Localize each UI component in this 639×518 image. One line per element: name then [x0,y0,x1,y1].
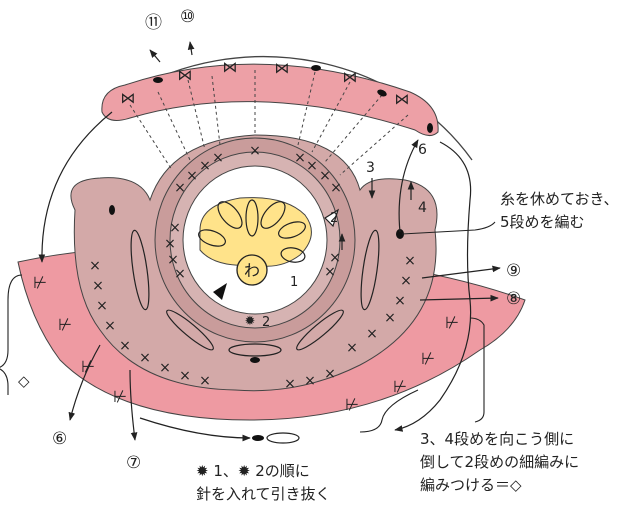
right-brace [359,389,419,433]
svg-text:×: × [167,252,179,268]
svg-text:×: × [174,266,186,282]
svg-text:×: × [89,258,101,274]
svg-text:⊬: ⊬ [58,315,72,334]
fold-line1: 3、4段めを向こう側に [420,430,575,448]
svg-text:⊬: ⊬ [81,357,95,376]
svg-text:⊬: ⊬ [393,377,407,396]
svg-text:⋈: ⋈ [178,66,193,84]
flow-arrows [38,41,501,442]
svg-text:×: × [164,236,176,252]
left-brace [0,274,23,395]
rest-yarn-line2: 5段めを編む [500,213,585,231]
rest-yarn-line1: 糸を休めておき、 [500,190,619,208]
svg-text:×: × [249,143,261,159]
svg-text:×: × [159,360,171,376]
svg-text:⊬: ⊬ [113,387,127,406]
svg-text:×: × [199,373,211,389]
fold-line3: 編みつける＝◇ [420,476,522,494]
right-brace-2 [469,317,485,423]
row2-stitches: ×××× ×××× ×××× ×× × [164,143,342,282]
svg-text:⊬: ⊬ [345,395,359,414]
rest-yarn-note: 糸を休めておき、 5段めを編む [500,188,619,234]
top-pink-band [101,63,439,136]
svg-text:×: × [139,350,151,366]
svg-text:×: × [169,220,181,236]
svg-text:×: × [212,150,224,166]
pull-through-note: ✹ 1、✹ 2の順に 針を入れて引き抜く [196,460,331,506]
svg-text:×: × [346,340,358,356]
row4-label: 4 [418,200,427,216]
row3-label: 3 [366,160,375,176]
row2-label: 2 [330,211,338,226]
row10-label: ⑩ [180,7,195,27]
asterisk-2-icon: ✹ [245,314,256,329]
svg-text:×: × [104,318,116,334]
svg-text:⋈: ⋈ [223,58,238,76]
svg-text:×: × [304,373,316,389]
svg-text:×: × [179,368,191,384]
svg-text:×: × [394,293,406,309]
svg-text:×: × [284,376,296,392]
svg-text:×: × [119,338,131,354]
row6-label: ⑥ [52,429,67,449]
pull-line2: 針を入れて引き抜く [196,485,331,503]
svg-text:⊬: ⊬ [445,313,459,332]
svg-text:×: × [366,326,378,342]
magic-ring [236,254,268,286]
svg-text:⋈: ⋈ [343,68,358,86]
svg-text:⋈: ⋈ [121,89,136,107]
svg-text:×: × [329,250,341,266]
svg-text:×: × [319,168,331,184]
row9-label: ⑨ [506,261,521,281]
svg-text:×: × [186,168,198,184]
svg-text:⋈: ⋈ [275,59,290,77]
fold-line2: 倒して2段めの細編みに [420,453,580,471]
row6-small-label: 6 [418,142,427,158]
start-marker-icon [213,283,227,300]
svg-text:×: × [404,253,416,269]
svg-text:×: × [96,298,108,314]
svg-text:×: × [199,158,211,174]
svg-text:×: × [324,366,336,382]
svg-text:×: × [294,150,306,166]
note-leader [401,221,496,235]
row2-marker-icon [324,208,340,228]
dot-stitches [109,205,404,441]
oval-stitches [130,229,380,444]
row8-label: ⑧ [506,289,521,309]
row1-stitches [198,199,306,263]
row1-label: 1 [290,275,298,290]
svg-text:⊬: ⊬ [421,349,435,368]
svg-text:×: × [384,310,396,326]
asterisk-2-label: 2 [262,315,270,330]
svg-text:⊬: ⊬ [33,273,47,292]
svg-text:×: × [306,158,318,174]
svg-text:⋈: ⋈ [395,90,410,108]
svg-text:×: × [330,180,342,196]
row7-label: ⑦ [126,453,141,473]
dotted-connectors [129,70,409,176]
pull-line1: ✹ 1、✹ 2の順に [196,462,310,480]
row10-dots [153,65,433,133]
row3-5-stitches: ×××× ××× ××× ××× ××× ×× [89,253,416,392]
diamond-label: ◇ [18,372,30,390]
row10-stitches: ⋈ ⋈ ⋈ ⋈ ⋈ ⋈ [121,58,410,108]
svg-text:×: × [92,278,104,294]
svg-text:×: × [324,264,336,280]
svg-text:×: × [400,273,412,289]
magic-ring-label: わ [244,261,260,280]
fold-note: 3、4段めを向こう側に 倒して2段めの細編みに 編みつける＝◇ [420,428,579,497]
svg-text:×: × [174,180,186,196]
row11-label: ⑪ [145,13,162,33]
